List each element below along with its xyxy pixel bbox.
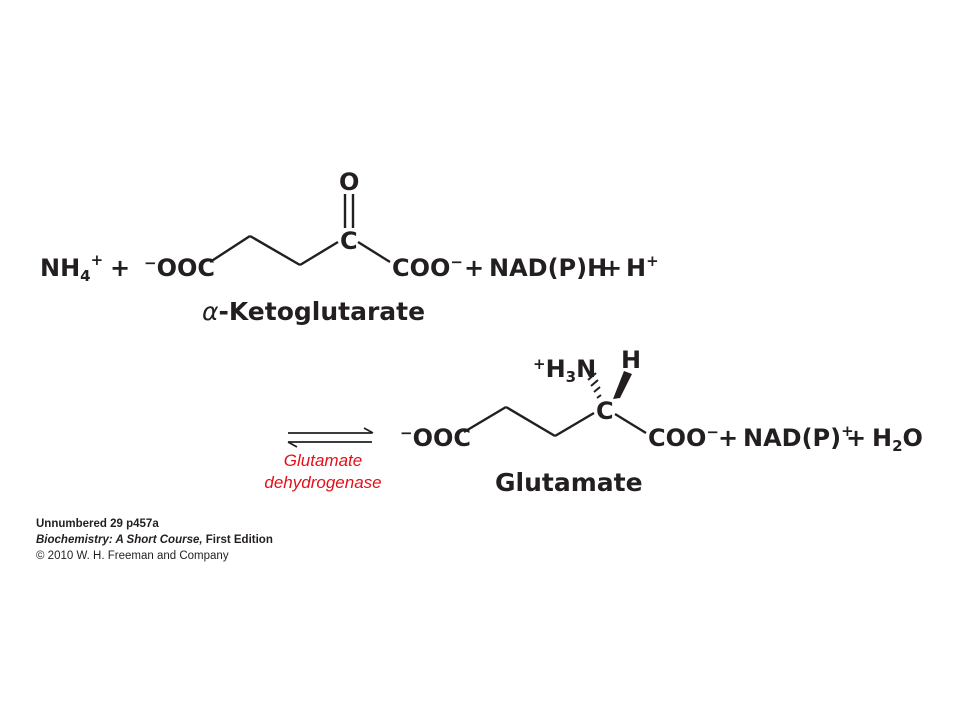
alpha-carbon: C <box>596 397 614 425</box>
credit-book-title-italic: Biochemistry: A Short Course, <box>36 534 203 546</box>
plus-sign: + <box>464 254 484 282</box>
right-carboxylate: COO− <box>648 423 719 452</box>
credit-copyright: © 2010 W. H. Freeman and Company <box>36 550 229 562</box>
ketoglutarate-name: α-Ketoglutarate <box>202 297 425 326</box>
ammonium-group: +H3N <box>533 355 596 386</box>
glutamate-name: Glutamate <box>495 468 643 497</box>
credit-figure-id: Unnumbered 29 p457a <box>36 518 159 530</box>
left-carboxylate: −OOC <box>400 424 471 452</box>
equilibrium-arrows <box>287 427 374 448</box>
figure-credit: Unnumbered 29 p457a Biochemistry: A Shor… <box>36 516 273 564</box>
plus-sign: + <box>110 254 130 282</box>
plus-sign: + <box>846 424 866 452</box>
proton: H+ <box>626 252 659 282</box>
plus-sign: + <box>718 424 738 452</box>
carbonyl-carbon: C <box>340 227 358 255</box>
plus-sign: + <box>602 254 622 282</box>
hydrogen-atom: H <box>621 346 641 374</box>
nadph: NAD(P)H <box>489 254 607 282</box>
glutamate-backbone <box>463 405 647 438</box>
left-carboxylate: −OOC <box>144 254 215 282</box>
enzyme-name-line2: dehydrogenase <box>264 473 382 492</box>
enzyme-name-line1: Glutamate <box>283 451 363 470</box>
enzyme-label: Glutamate dehydrogenase <box>238 450 408 494</box>
solid-wedge-bond <box>613 371 632 399</box>
carbonyl-oxygen: O <box>339 168 359 196</box>
credit-edition: First Edition <box>202 534 273 546</box>
credit-book-title: Biochemistry: A Short Course, First Edit… <box>36 532 273 548</box>
hashed-wedge-bond <box>587 372 602 399</box>
ketoglutarate-backbone <box>209 194 391 267</box>
ammonium-ion: NH4+ <box>40 251 103 285</box>
water: H2O <box>872 424 923 455</box>
right-carboxylate: COO− <box>392 253 463 282</box>
nadp-plus: NAD(P)+ <box>743 422 854 452</box>
